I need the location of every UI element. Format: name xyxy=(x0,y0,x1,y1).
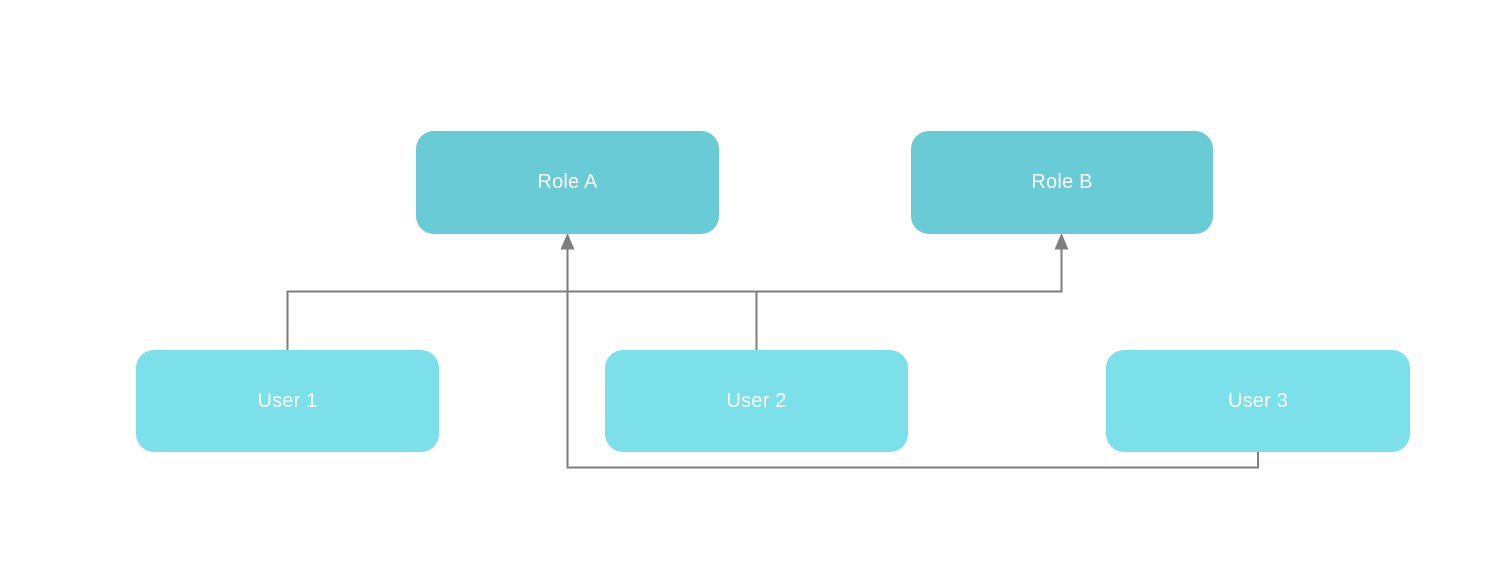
node-role-b-label: Role B xyxy=(1031,171,1093,193)
connector-user1-to-roleb xyxy=(286,247,1063,351)
node-role-b: Role B xyxy=(911,131,1213,234)
node-user-3: User 3 xyxy=(1106,350,1410,452)
node-user-1: User 1 xyxy=(136,350,439,452)
node-user-2-label: User 2 xyxy=(726,389,787,412)
node-user-2: User 2 xyxy=(605,350,908,452)
arrowhead-role-b xyxy=(1054,233,1069,250)
node-user-1-label: User 1 xyxy=(257,389,318,412)
node-user-3-label: User 3 xyxy=(1227,389,1289,412)
node-role-a: Role A xyxy=(416,131,719,234)
arrowhead-role-a xyxy=(560,233,575,250)
node-role-a-label: Role A xyxy=(537,171,598,193)
